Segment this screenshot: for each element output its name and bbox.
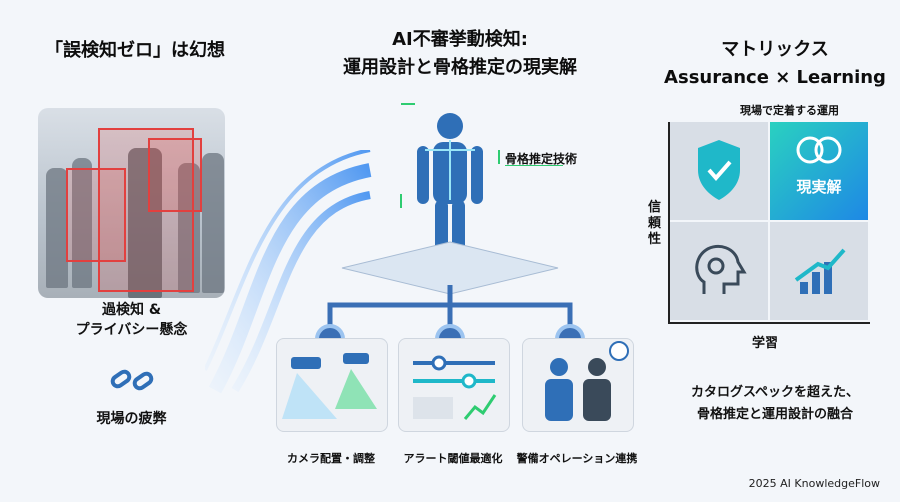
detection-box bbox=[148, 138, 202, 212]
skeleton-callout-line bbox=[505, 165, 563, 166]
matrix-top-note: 現場で定着する運用 bbox=[740, 104, 839, 117]
left-caption-line2: プライバシー懸念 bbox=[75, 322, 188, 338]
left-caption-line1: 過検知 & bbox=[101, 302, 162, 318]
quadrant-bottom-left bbox=[670, 222, 768, 320]
left-title: 「誤検知ゼロ」は幻想 bbox=[45, 40, 225, 61]
card-camera bbox=[276, 338, 388, 432]
card-operations bbox=[522, 338, 634, 432]
center-title-line1: AI不審挙動検知: bbox=[392, 29, 528, 50]
right-title: マトリックス Assurance × Learning bbox=[650, 36, 900, 92]
head-gear-icon bbox=[695, 245, 747, 294]
shield-check-icon bbox=[698, 140, 740, 200]
footer-credit: 2025 AI KnowledgeFlow bbox=[748, 477, 880, 490]
card-camera-label: カメラ配置・調整 bbox=[287, 452, 375, 465]
skeleton-label: 骨格推定技術 bbox=[505, 152, 578, 166]
slider-chart-icon bbox=[413, 355, 497, 420]
right-title-line1: マトリックス bbox=[721, 39, 829, 60]
quadrant-top-right: 現実解 bbox=[770, 122, 868, 220]
security-camera-icon bbox=[282, 353, 377, 419]
card-alert-label: アラート閾値最適化 bbox=[403, 452, 503, 465]
x-axis-label: 学習 bbox=[752, 336, 779, 351]
skeleton-figure bbox=[400, 103, 500, 275]
detection-box bbox=[66, 168, 126, 262]
quadrant-bottom-right bbox=[770, 222, 868, 320]
growth-arrow-icon bbox=[794, 248, 846, 294]
conclusion-text: カタログスペックを超えた、 骨格推定と運用設計の融合 bbox=[650, 382, 900, 426]
data-stream-graphic bbox=[205, 150, 372, 394]
right-title-line2: Assurance × Learning bbox=[664, 67, 886, 88]
handshake-icon bbox=[545, 341, 629, 421]
broken-link-icon bbox=[110, 369, 154, 391]
y-axis-label: 信頼性 bbox=[648, 200, 662, 247]
assurance-learning-matrix: 現実解 bbox=[668, 122, 870, 324]
crowd-surveillance-image bbox=[38, 108, 225, 298]
brain-icon bbox=[796, 136, 842, 164]
quadrant-top-left bbox=[670, 122, 768, 220]
conclusion-line2: 骨格推定と運用設計の融合 bbox=[696, 407, 853, 422]
fatigue-label: 現場の疲弊 bbox=[96, 411, 167, 427]
center-title-line2: 運用設計と骨格推定の現実解 bbox=[343, 57, 577, 78]
center-title: AI不審挙動検知: 運用設計と骨格推定の現実解 bbox=[270, 26, 650, 82]
card-alert-threshold bbox=[398, 338, 510, 432]
card-operations-label: 警備オペレーション連携 bbox=[516, 452, 638, 465]
conclusion-line1: カタログスペックを超えた、 bbox=[690, 385, 860, 400]
highlight-label: 現実解 bbox=[796, 178, 842, 196]
